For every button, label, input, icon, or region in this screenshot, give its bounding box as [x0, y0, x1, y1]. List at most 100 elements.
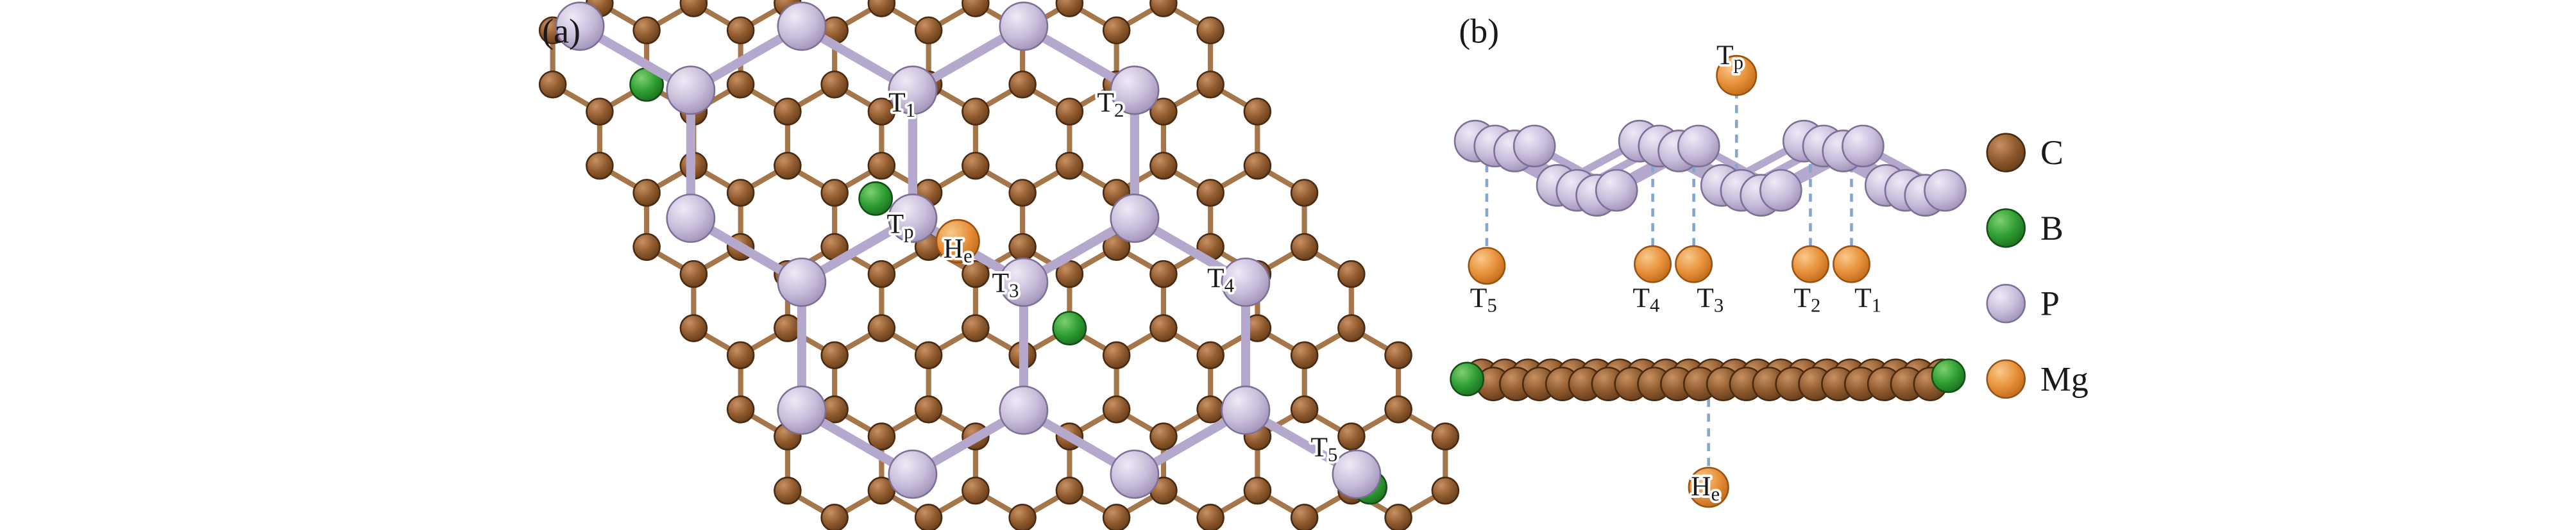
atom-c — [867, 97, 896, 126]
atom-c — [726, 341, 755, 370]
atom-mg — [1716, 54, 1758, 96]
legend-item-c: C — [1986, 133, 2063, 172]
atom-c — [820, 504, 849, 530]
atom-c — [1431, 422, 1460, 451]
atom-c — [1102, 504, 1131, 530]
atom-p — [888, 65, 938, 115]
atom-p — [888, 194, 938, 243]
atom-c — [1196, 179, 1224, 207]
atom-mg — [1634, 245, 1672, 283]
atom-c — [820, 179, 849, 207]
atom-c — [914, 504, 943, 530]
atom-c — [1102, 341, 1131, 370]
atom-mg — [935, 219, 980, 263]
atom-c — [1055, 151, 1084, 180]
atom-c — [679, 0, 708, 17]
atom-c — [1149, 97, 1178, 126]
atom-p — [1221, 385, 1271, 435]
panel-a-label: (a) — [542, 12, 580, 51]
atom-c — [820, 341, 849, 370]
legend-label-p: P — [2040, 285, 2060, 323]
legend-item-mg: Mg — [1986, 359, 2089, 399]
atom-c — [774, 97, 802, 126]
legend-label-mg: Mg — [2040, 360, 2089, 398]
atom-b — [1931, 358, 1966, 393]
atom-c — [1384, 341, 1412, 370]
atom-c — [1290, 504, 1319, 530]
atom-c — [1149, 151, 1178, 180]
atom-p — [1924, 169, 1967, 212]
atom-c — [962, 97, 990, 126]
atom-c — [1243, 476, 1272, 505]
atom-mg — [1675, 245, 1713, 283]
atom-c — [1055, 476, 1084, 505]
atom-p — [777, 385, 827, 435]
atom-p — [1595, 169, 1638, 212]
b-atom-icon — [1986, 208, 2026, 248]
atom-p — [1677, 124, 1720, 168]
atom-p — [1759, 169, 1802, 212]
atom-b — [1450, 361, 1485, 397]
site-label-t1: T1 — [1854, 283, 1881, 317]
atom-p — [666, 65, 716, 115]
atom-c — [726, 395, 755, 424]
atom-c — [867, 422, 896, 451]
atom-c — [1149, 422, 1178, 451]
atom-c — [1196, 504, 1224, 530]
atom-p — [1842, 124, 1885, 168]
site-label-t1: T1 — [888, 87, 915, 121]
atom-c — [867, 260, 896, 288]
atom-p — [1513, 124, 1556, 168]
atom-c — [1008, 233, 1037, 261]
atom-c — [1196, 70, 1224, 99]
site-label-t2: T2 — [1793, 283, 1820, 317]
atom-c — [774, 314, 802, 342]
legend-item-p: P — [1986, 283, 2060, 324]
site-label-t5: T5 — [1310, 432, 1337, 466]
atom-c — [1384, 395, 1412, 424]
atom-c — [867, 0, 896, 17]
atom-c — [1008, 70, 1037, 99]
site-label-t2: T2 — [1097, 87, 1124, 121]
legend: C B P Mg — [1986, 133, 2089, 399]
atom-c — [1243, 97, 1272, 126]
atom-c — [1055, 0, 1084, 17]
atom-c — [1149, 260, 1178, 288]
atom-p — [1221, 257, 1271, 307]
atom-c — [962, 476, 990, 505]
atom-c — [914, 395, 943, 424]
atom-c — [1290, 179, 1319, 207]
atom-c — [1102, 16, 1131, 45]
atom-b — [858, 181, 894, 216]
atom-c — [632, 179, 661, 207]
atom-p — [999, 257, 1049, 307]
atom-c — [1196, 16, 1224, 45]
atom-c — [1055, 97, 1084, 126]
atom-mg — [1688, 467, 1729, 508]
atom-p — [999, 1, 1049, 51]
c-atom-icon — [1986, 133, 2026, 172]
atom-c — [1149, 314, 1178, 342]
site-label-tp: Tp — [1716, 40, 1743, 74]
atom-c — [962, 151, 990, 180]
atom-p — [666, 194, 716, 243]
atom-p — [555, 1, 605, 51]
atom-p — [777, 257, 827, 307]
atom-p — [999, 385, 1049, 435]
atom-p — [888, 449, 938, 499]
atom-c — [774, 151, 802, 180]
atom-b — [1052, 311, 1087, 345]
atom-c — [820, 70, 849, 99]
atom-p — [1110, 194, 1160, 243]
atom-mg — [1792, 245, 1829, 283]
p-atom-icon — [1986, 283, 2026, 324]
atom-mg — [1468, 247, 1506, 285]
atom-c — [586, 151, 614, 180]
atom-c — [1243, 151, 1272, 180]
atom-p — [777, 1, 827, 51]
atom-c — [1384, 504, 1412, 530]
